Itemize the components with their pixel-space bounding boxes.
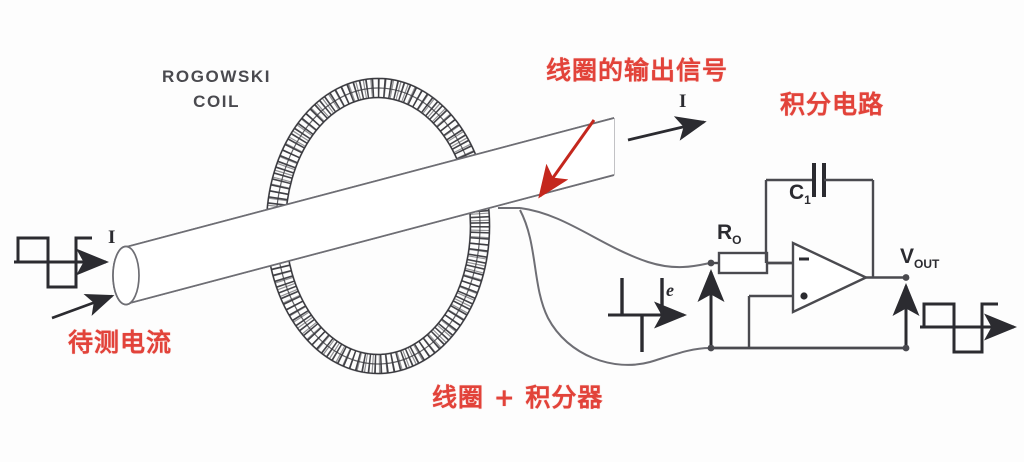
rogowski-coil-label: ROGOWSKI COIL <box>162 68 271 110</box>
coil-emf-waveform <box>608 278 687 352</box>
output-terminal-node <box>902 274 910 281</box>
resistor-letter: R <box>717 221 733 244</box>
coil-output-signal-label: 线圈的输出信号 <box>546 56 729 85</box>
input-current-arrow-2 <box>51 293 115 320</box>
resistor-subscript: O <box>732 233 742 248</box>
output-voltage-label: VOUT <box>900 246 939 270</box>
output-square-waveform <box>920 302 1017 354</box>
operational-amplifier <box>747 241 905 348</box>
conductor-current-arrow <box>627 116 707 142</box>
resistor-ro-label: RO <box>717 222 742 246</box>
capacitor-c1 <box>766 163 875 263</box>
integrator-circuit <box>697 163 920 352</box>
coil-plus-integrator-label: 线圈 + 积分器 <box>432 383 604 412</box>
measured-current-label: 待测电流 <box>68 328 173 357</box>
capacitor-c1-label: C1 <box>789 182 811 206</box>
input-current-symbol: I <box>108 227 116 248</box>
coil-output-pointer-arrow <box>538 119 596 199</box>
coil-emf-symbol: e <box>666 280 674 300</box>
output-voltage-subscript: OUT <box>914 257 940 272</box>
input-square-waveform <box>14 236 109 289</box>
capacitor-letter: C <box>789 181 805 204</box>
integrator-circuit-label: 积分电路 <box>780 90 885 119</box>
coil-lead-wires <box>498 207 711 366</box>
rogowski-coil-winding <box>112 77 615 375</box>
rogowski-coil-label-line1: ROGOWSKI <box>162 67 272 86</box>
capacitor-subscript: 1 <box>804 193 811 208</box>
ground-rail <box>707 344 910 352</box>
output-voltage-letter: V <box>900 245 915 268</box>
rogowski-coil-label-line2: COIL <box>193 92 241 111</box>
conductor-current-symbol: I <box>679 91 687 112</box>
